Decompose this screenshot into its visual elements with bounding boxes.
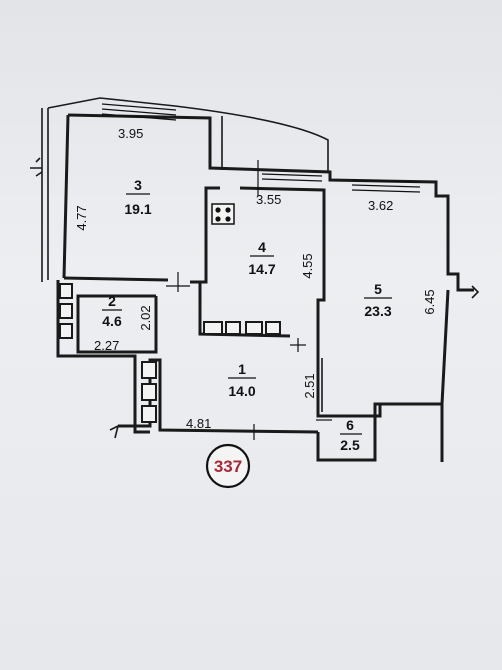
room-5-dim-top: 3.62 xyxy=(368,198,393,213)
exterior-walls xyxy=(30,113,480,462)
window-middle xyxy=(261,173,323,182)
window-top-left xyxy=(101,103,177,121)
room-3-dim-side: 4.77 xyxy=(74,205,89,230)
room-1-number: 1 xyxy=(238,361,246,377)
room-6-area: 2.5 xyxy=(340,437,360,453)
interior-walls xyxy=(63,186,382,418)
door-marks xyxy=(166,160,332,440)
room-3-dim-top: 3.95 xyxy=(118,126,143,141)
room-4-dim-top: 3.55 xyxy=(256,192,281,207)
room-6-number: 6 xyxy=(346,417,354,433)
room-2-area: 4.6 xyxy=(102,313,122,329)
room-5-area: 23.3 xyxy=(364,303,391,319)
room-4-area: 14.7 xyxy=(248,261,275,277)
balcony xyxy=(41,97,329,282)
room-5-dim-side: 6.45 xyxy=(422,289,437,314)
room-5-number: 5 xyxy=(374,281,382,297)
room-1-dim-bottom: 4.81 xyxy=(186,416,211,431)
room-4-number: 4 xyxy=(258,239,266,255)
room-2-number: 2 xyxy=(108,293,116,309)
room-1-dim-side: 2.51 xyxy=(302,373,317,398)
unit-number-text: 337 xyxy=(214,457,242,476)
room-2-dim-bottom: 2.27 xyxy=(94,338,119,353)
room-3-area: 19.1 xyxy=(124,201,151,217)
stove-icon xyxy=(211,203,235,225)
room-2-dim-side: 2.02 xyxy=(138,305,153,330)
unit-number-badge: 337 xyxy=(205,443,251,489)
room-3-number: 3 xyxy=(134,177,142,193)
room-1-area: 14.0 xyxy=(228,383,255,399)
window-right xyxy=(351,179,421,193)
room-4-dim-side: 4.55 xyxy=(300,253,315,278)
shaft-blocks xyxy=(59,283,281,423)
